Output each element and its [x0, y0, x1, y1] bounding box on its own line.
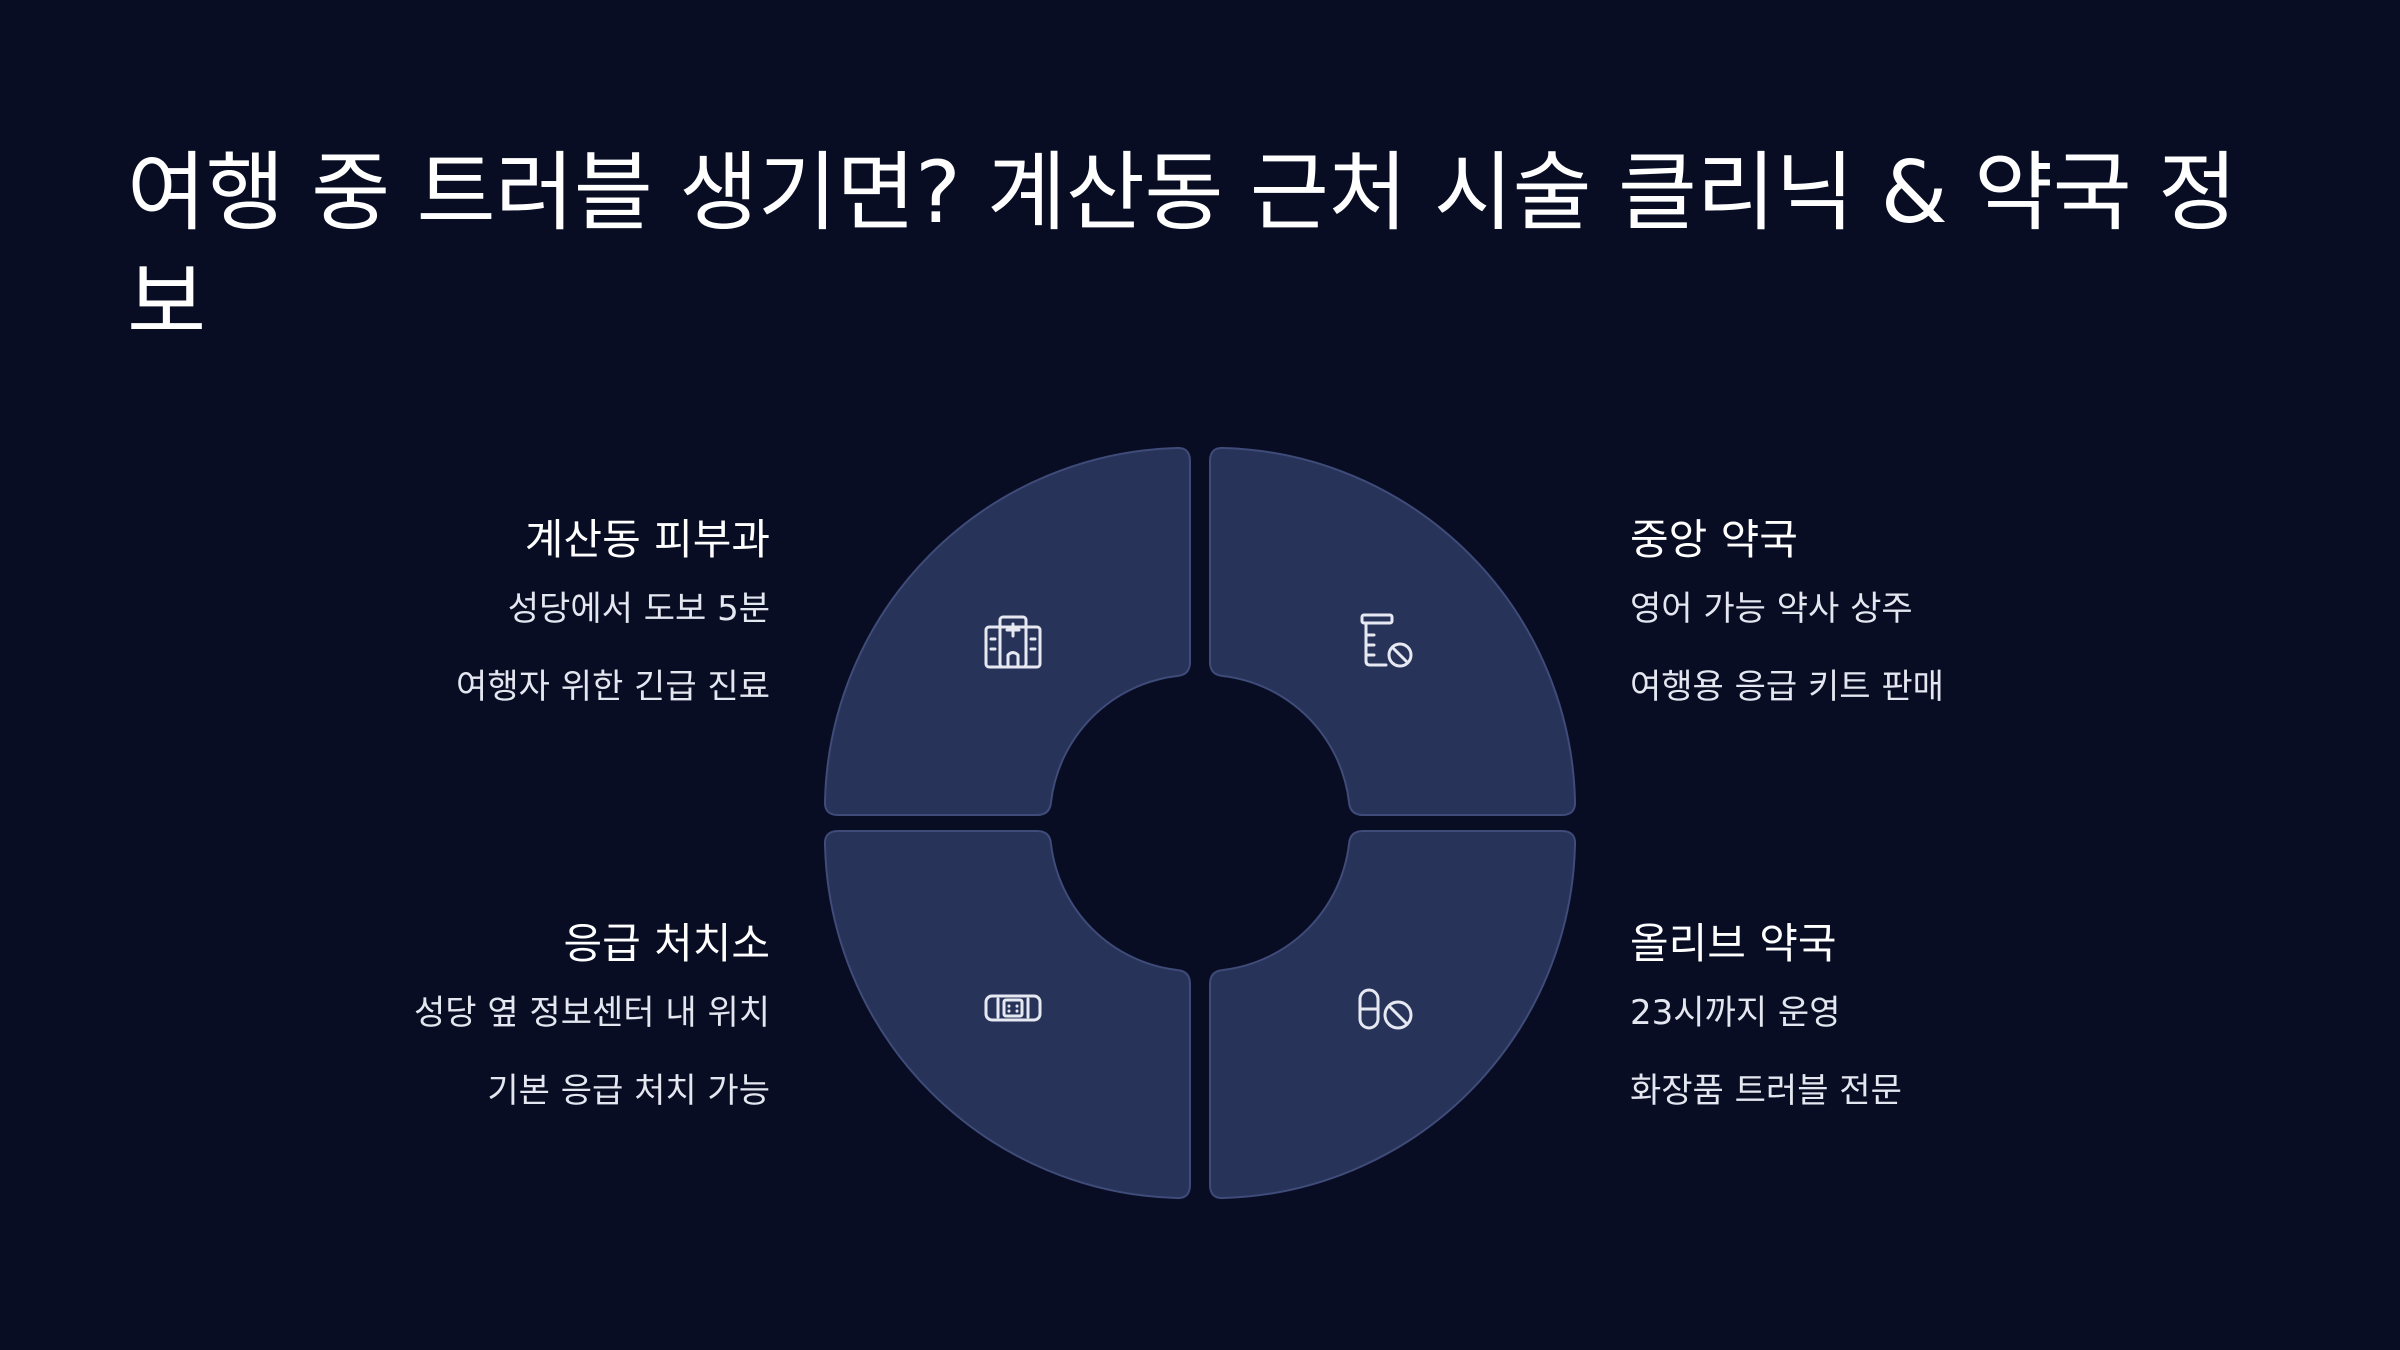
card-olive-pharmacy: 올리브 약국 23시까지 운영 화장품 트러블 전문: [1630, 918, 2270, 1148]
card-detail: 성당 옆 정보센터 내 위치: [413, 993, 770, 1033]
card-first-aid: 응급 처치소 성당 옆 정보센터 내 위치 기본 응급 처치 가능: [130, 918, 770, 1148]
card-detail: 화장품 트러블 전문: [1630, 1071, 1902, 1111]
card-detail: 성당에서 도보 5분: [507, 589, 770, 629]
card-detail: 여행용 응급 키트 판매: [1630, 667, 1944, 707]
card-heading: 계산동 피부과: [524, 515, 770, 564]
card-central-pharmacy: 중앙 약국 영어 가능 약사 상주 여행용 응급 키트 판매: [1630, 514, 2270, 744]
pills-icon: [1358, 988, 1413, 1030]
card-heading: 응급 처치소: [563, 919, 770, 968]
hospital-icon: [984, 615, 1042, 669]
card-detail: 여행자 위한 긴급 진료: [456, 667, 770, 707]
card-heading: 올리브 약국: [1630, 919, 1837, 968]
card-detail: 기본 응급 처치 가능: [487, 1071, 770, 1111]
page-title: 여행 중 트러블 생기면? 계산동 근처 시술 클리닉 & 약국 정보: [127, 143, 2237, 353]
segment-top-right: [1209, 446, 1577, 816]
card-detail: 23시까지 운영: [1630, 993, 1841, 1033]
segment-bottom-right: [1209, 830, 1577, 1200]
card-dermatology: 계산동 피부과 성당에서 도보 5분 여행자 위한 긴급 진료: [130, 514, 770, 744]
card-detail: 영어 가능 약사 상주: [1630, 589, 1913, 629]
medicine-bottle-icon: [1360, 613, 1413, 668]
bandage-icon: [984, 994, 1042, 1022]
card-heading: 중앙 약국: [1630, 515, 1798, 564]
